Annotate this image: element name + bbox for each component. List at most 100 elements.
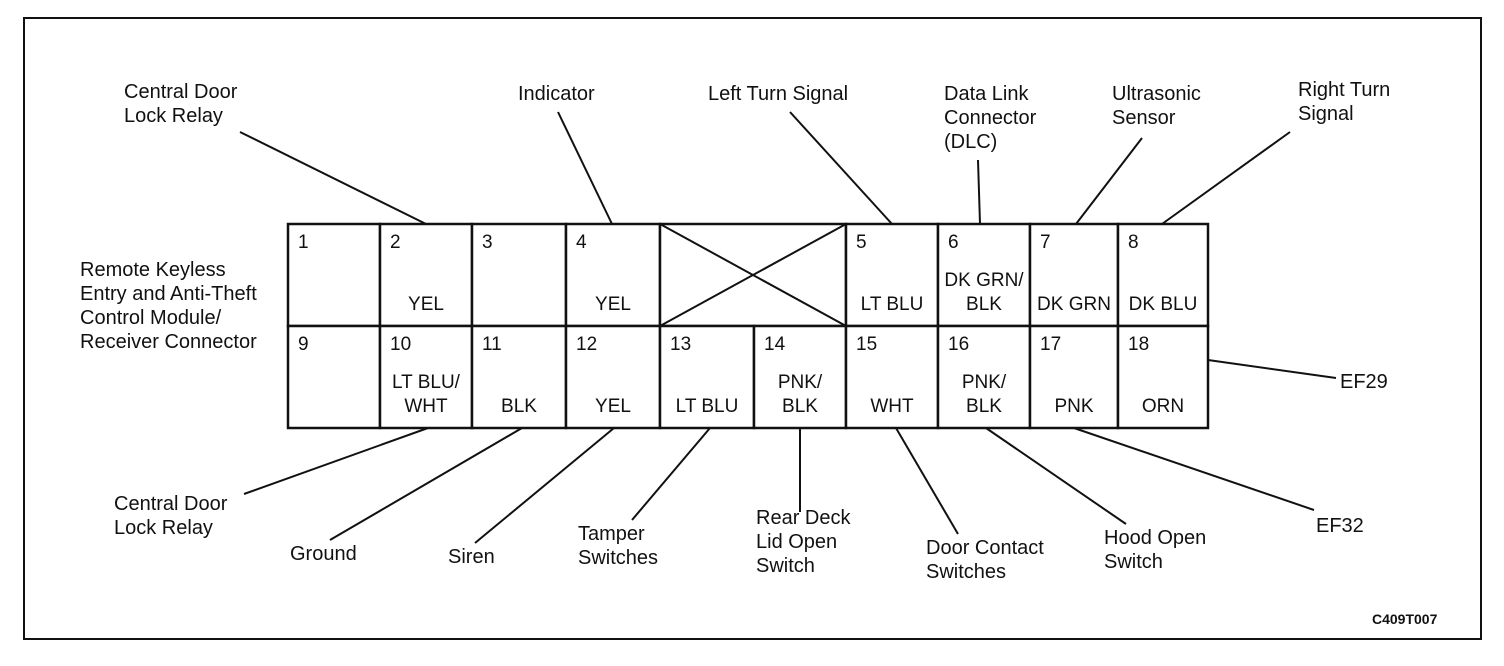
diagram-frame [23, 17, 1482, 640]
cell-outline [658, 324, 756, 430]
central-door-lock-relay-top-label-line: Lock Relay [124, 105, 223, 127]
left-turn-signal-leader-line [789, 111, 893, 225]
wire-color: LT BLU [861, 294, 924, 315]
wire-color-line: LT BLU/ [392, 372, 461, 393]
wire-color: BLK [501, 396, 537, 417]
ef29-label-line: EF29 [1340, 371, 1388, 393]
pin-number: 12 [576, 334, 597, 355]
blank-cross-line [659, 223, 847, 327]
right-turn-signal-label-line: Signal [1298, 103, 1354, 125]
wire-color: ORN [1142, 396, 1184, 417]
hood-open-switch-label-line: Hood Open [1104, 527, 1206, 549]
wire-color: WHT [870, 396, 914, 417]
cell-outline [470, 324, 568, 430]
indicator-label: Indicator [518, 83, 595, 105]
cell-outline [752, 324, 848, 430]
data-link-connector-label-line: Connector [944, 107, 1037, 129]
pin-number: 9 [298, 334, 309, 355]
door-contact-switches-leader-line [895, 427, 959, 535]
wire-color: YEL [595, 294, 631, 315]
wire-color-line: PNK/ [778, 372, 823, 393]
rear-deck-lid-open-switch-label-line: Rear Deck [756, 507, 851, 529]
left-turn-signal-label-line: Left Turn Signal [708, 83, 848, 105]
ground-leader-line [329, 427, 523, 541]
pin-number: 7 [1040, 232, 1051, 253]
pin-number: 11 [482, 334, 502, 355]
left-turn-signal-label: Left Turn Signal [708, 83, 848, 105]
wire-color-line: BLK [782, 396, 818, 417]
siren-label-line: Siren [448, 546, 495, 568]
ground-label-line: Ground [290, 543, 357, 565]
wire-color: LT BLU/WHT [392, 372, 461, 417]
top-row-cell-1: 1 [286, 222, 382, 328]
bottom-row-cell-9: 9 [286, 324, 382, 430]
pin-number: 16 [948, 334, 969, 355]
central-door-lock-relay-bottom-label-line: Central Door [114, 493, 228, 515]
pin-number: 14 [764, 334, 786, 355]
door-contact-switches-label-line: Door Contact [926, 537, 1044, 559]
ultrasonic-sensor-label-line: Ultrasonic [1112, 83, 1201, 105]
cell-outline [1028, 222, 1120, 328]
pin-number: 2 [390, 232, 401, 253]
wire-color: DK BLU [1129, 294, 1198, 315]
wire-color: YEL [408, 294, 444, 315]
cell-outline [844, 324, 940, 430]
ultrasonic-sensor-leader-line [1075, 137, 1143, 225]
central-door-lock-relay-top-label-line: Central Door [124, 81, 238, 103]
pin-number: 10 [390, 334, 411, 355]
cell-outline [564, 222, 662, 328]
rear-deck-lid-open-switch-label-line: Switch [756, 555, 815, 577]
central-door-lock-relay-bottom-leader-line [243, 427, 429, 495]
ultrasonic-sensor-label-line: Sensor [1112, 107, 1176, 129]
wire-color-line: BLK [966, 396, 1002, 417]
ef32-label: EF32 [1316, 515, 1364, 537]
tamper-switches-leader-line [631, 427, 711, 521]
indicator-label-line: Indicator [518, 83, 595, 105]
right-turn-signal-label-line: Right Turn [1298, 79, 1390, 101]
siren-leader-line [474, 427, 615, 544]
wire-color: LT BLU [676, 396, 739, 417]
wire-color: DK GRN/BLK [944, 270, 1024, 315]
hood-open-switch-leader-line [985, 427, 1127, 525]
wire-color: YEL [595, 396, 631, 417]
indicator-leader-line [557, 111, 613, 225]
wire-color-line: PNK/ [962, 372, 1007, 393]
wire-color: PNK [1054, 396, 1093, 417]
pin-number: 13 [670, 334, 691, 355]
tamper-switches-label-line: Switches [578, 547, 658, 569]
cell-outline [564, 324, 662, 430]
pin-number: 8 [1128, 232, 1139, 253]
connector-label-line: Entry and Anti-Theft [80, 283, 257, 305]
rear-deck-lid-open-switch-label-line: Lid Open [756, 531, 837, 553]
ef32-leader-line [1073, 427, 1315, 511]
top-row-cell-3: 3 [470, 222, 568, 328]
ef29-label: EF29 [1340, 371, 1388, 393]
central-door-lock-relay-bottom-label-line: Lock Relay [114, 517, 213, 539]
wire-color: PNK/BLK [962, 372, 1007, 417]
tamper-switches-label-line: Tamper [578, 523, 645, 545]
data-link-connector-label-line: (DLC) [944, 131, 997, 153]
cell-outline [286, 324, 382, 430]
ground-label: Ground [290, 543, 357, 565]
pin-number: 5 [856, 232, 867, 253]
bottom-row-cell-13: 13 LT BLU [658, 324, 756, 430]
pin-number: 17 [1040, 334, 1061, 355]
wire-color-line: DK GRN/ [944, 270, 1024, 291]
top-row-cell-6: 6DK GRN/BLK [936, 222, 1032, 328]
